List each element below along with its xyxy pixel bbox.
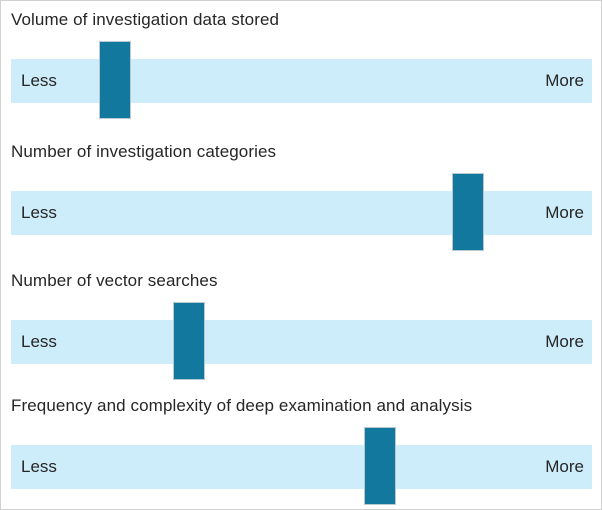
- slider-marker[interactable]: [99, 41, 131, 119]
- slider-row: Number of investigation categories Less …: [1, 141, 601, 261]
- slider-min-label: Less: [21, 71, 57, 90]
- slider-marker[interactable]: [364, 427, 396, 505]
- slider-label: Number of investigation categories: [11, 142, 277, 161]
- slider-row: Number of vector searches Less More: [1, 270, 601, 390]
- slider-min-label: Less: [21, 203, 57, 222]
- slider-label: Volume of investigation data stored: [11, 10, 280, 29]
- slider-label: Number of vector searches: [11, 271, 218, 290]
- slider-max-label: More: [545, 457, 584, 476]
- slider-max-label: More: [545, 332, 584, 351]
- slider-row: Volume of investigation data stored Less…: [1, 9, 601, 129]
- slider-max-label: More: [545, 71, 584, 90]
- slider-max-label: More: [545, 203, 584, 222]
- slider-min-label: Less: [21, 457, 57, 476]
- slider-row: Frequency and complexity of deep examina…: [1, 395, 601, 509]
- slider-marker[interactable]: [452, 173, 484, 251]
- slider-min-label: Less: [21, 332, 57, 351]
- slider-track[interactable]: Less More: [11, 320, 592, 364]
- slider-track[interactable]: Less More: [11, 191, 592, 235]
- slider-marker[interactable]: [173, 302, 205, 380]
- slider-label: Frequency and complexity of deep examina…: [11, 396, 473, 415]
- slider-track[interactable]: Less More: [11, 445, 592, 489]
